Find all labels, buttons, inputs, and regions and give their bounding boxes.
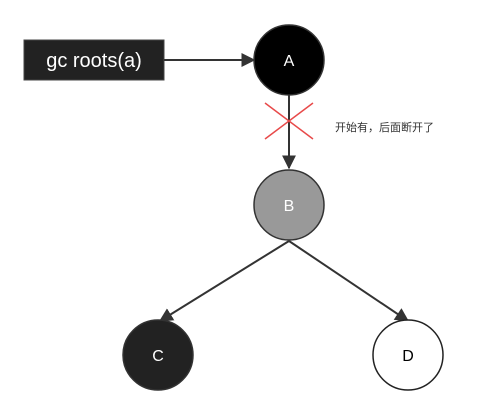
edge-b-to-c: [158, 240, 290, 322]
node-d: D: [372, 319, 444, 391]
node-c-label: C: [152, 348, 164, 365]
node-b-label: B: [284, 198, 295, 215]
node-a-label: A: [284, 53, 295, 70]
gc-roots-box: gc roots(a): [23, 39, 165, 81]
node-a: A: [253, 24, 325, 96]
node-c: C: [122, 319, 194, 391]
gc-roots-label: gc roots(a): [46, 50, 142, 72]
node-b: B: [253, 169, 325, 241]
break-cross-icon: [264, 102, 314, 140]
edge-b-to-d: [288, 240, 410, 322]
node-d-label: D: [402, 348, 414, 365]
break-note: 开始有，后面断开了: [335, 120, 434, 134]
